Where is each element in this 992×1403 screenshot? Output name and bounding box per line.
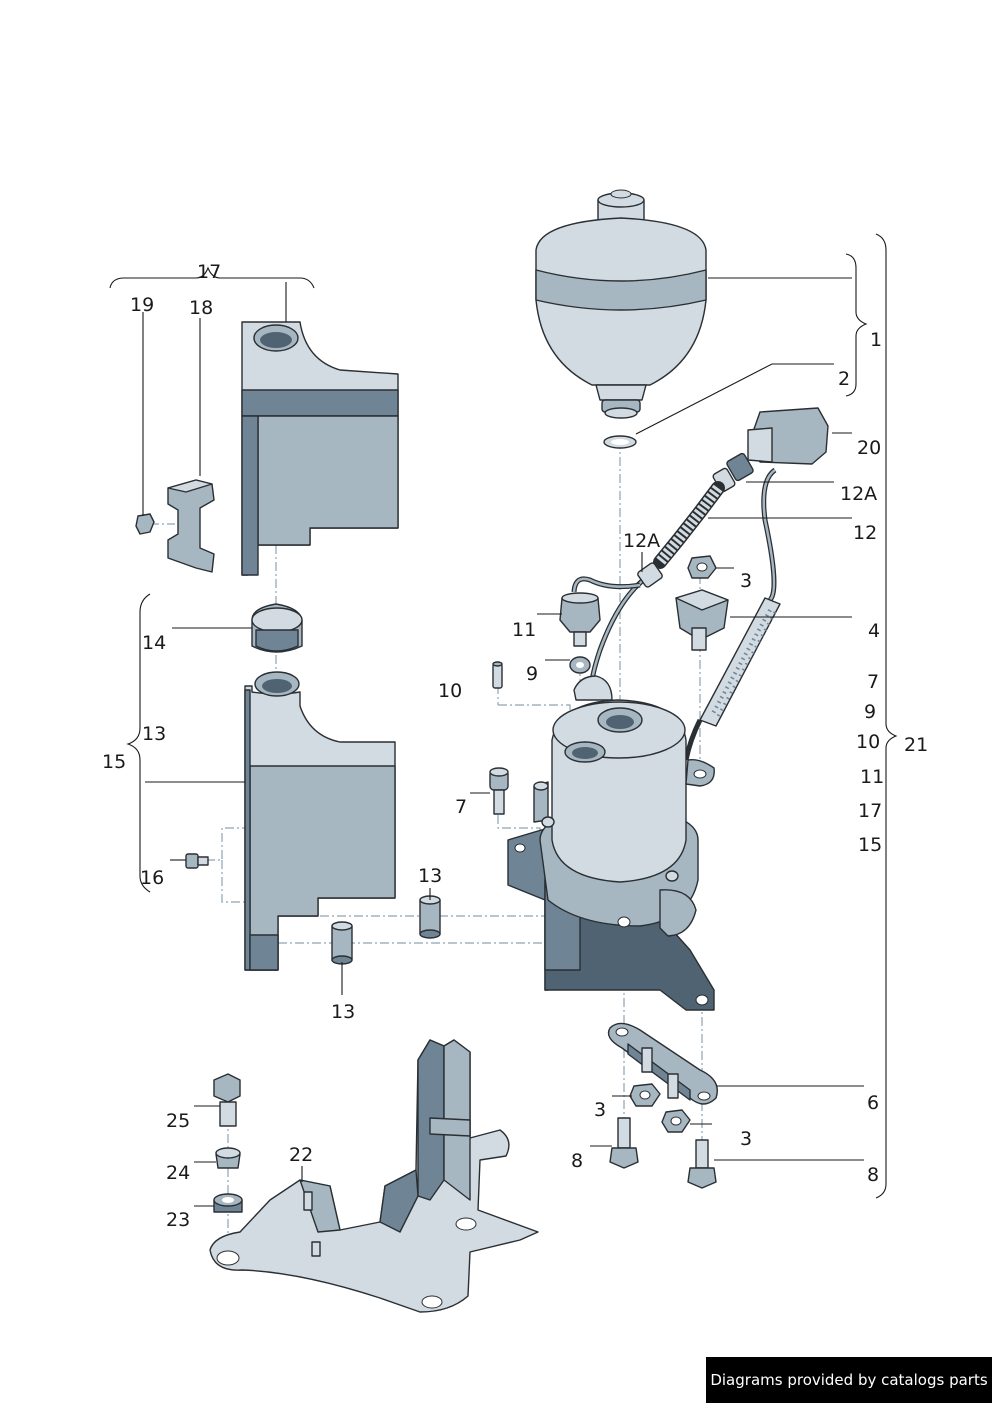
callout-21-item-15: 15 <box>858 834 882 856</box>
callout-8-left: 8 <box>571 1150 583 1172</box>
callout-21: 21 <box>904 734 928 756</box>
nut-lower-right <box>661 1109 691 1133</box>
callout-19: 19 <box>130 294 154 316</box>
pump-unit <box>507 675 715 1011</box>
callout-12a-mid: 12A <box>623 530 660 552</box>
plug-connector <box>712 407 829 493</box>
callout-13-lower: 13 <box>331 1001 355 1023</box>
credit-text: Diagrams provided by catalogs parts <box>710 1371 988 1389</box>
bolt-25 <box>213 1073 241 1127</box>
callout-25: 25 <box>166 1110 190 1132</box>
sensor-bracket <box>675 589 729 651</box>
callout-18: 18 <box>189 297 213 319</box>
callout-21-item-9: 9 <box>864 701 876 723</box>
leader-lines <box>142 277 864 1207</box>
callout-23: 23 <box>166 1209 190 1231</box>
callout-14: 14 <box>142 632 166 654</box>
callout-4: 4 <box>868 620 880 642</box>
callout-17: 17 <box>197 261 221 283</box>
cap <box>251 603 303 653</box>
callout-20: 20 <box>857 437 881 459</box>
spacer-24 <box>215 1147 241 1169</box>
sealing-plug <box>559 592 601 647</box>
callout-12: 12 <box>853 522 877 544</box>
mounting-bracket-6 <box>607 1022 718 1105</box>
callout-1: 1 <box>870 329 882 351</box>
callout-12a: 12A <box>840 483 877 505</box>
callout-8-right: 8 <box>867 1164 879 1186</box>
callout-13-left: 13 <box>142 723 166 745</box>
brackets <box>109 233 898 1199</box>
bolt-8-left <box>609 1117 639 1169</box>
callout-21-item-7: 7 <box>867 671 879 693</box>
callout-16: 16 <box>140 867 164 889</box>
callout-labels: 1 2 20 12A 12 12A 3 4 11 9 10 7 7 9 10 1… <box>102 261 928 1231</box>
rubber-mount-upper <box>419 895 441 939</box>
carrier-bracket <box>209 1039 539 1313</box>
pressure-accumulator <box>535 189 707 419</box>
rubber-mount-lower <box>331 921 353 965</box>
protective-sleeve <box>699 597 781 727</box>
screw-7 <box>489 767 509 815</box>
lower-bracket <box>244 671 396 971</box>
o-ring <box>603 435 637 449</box>
retaining-clip <box>167 479 215 573</box>
bolt-8-right <box>687 1139 717 1189</box>
callout-3-right: 3 <box>740 1128 752 1150</box>
callout-6: 6 <box>867 1092 879 1114</box>
nut-23 <box>213 1193 243 1213</box>
callout-21-item-11: 11 <box>860 766 884 788</box>
bolt-16 <box>185 853 209 869</box>
washer-9 <box>569 656 591 674</box>
nut-lower-left <box>629 1083 661 1107</box>
callout-22: 22 <box>289 1144 313 1166</box>
upper-bracket <box>241 321 399 576</box>
nut-top <box>687 555 717 579</box>
pin-10 <box>492 661 503 689</box>
callout-2: 2 <box>838 368 850 390</box>
callout-21-item-17: 17 <box>858 800 882 822</box>
callout-3-top: 3 <box>740 570 752 592</box>
callout-13-upper: 13 <box>418 865 442 887</box>
callout-3-left: 3 <box>594 1099 606 1121</box>
callout-21-item-10: 10 <box>856 731 880 753</box>
credit-banner: Diagrams provided by catalogs parts <box>706 1357 992 1403</box>
callout-11-left: 11 <box>512 619 536 641</box>
callout-10-left: 10 <box>438 680 462 702</box>
callout-15: 15 <box>102 751 126 773</box>
nut-19 <box>135 513 155 535</box>
callout-7-left: 7 <box>455 796 467 818</box>
callout-24: 24 <box>166 1162 190 1184</box>
callout-9-left: 9 <box>526 663 538 685</box>
